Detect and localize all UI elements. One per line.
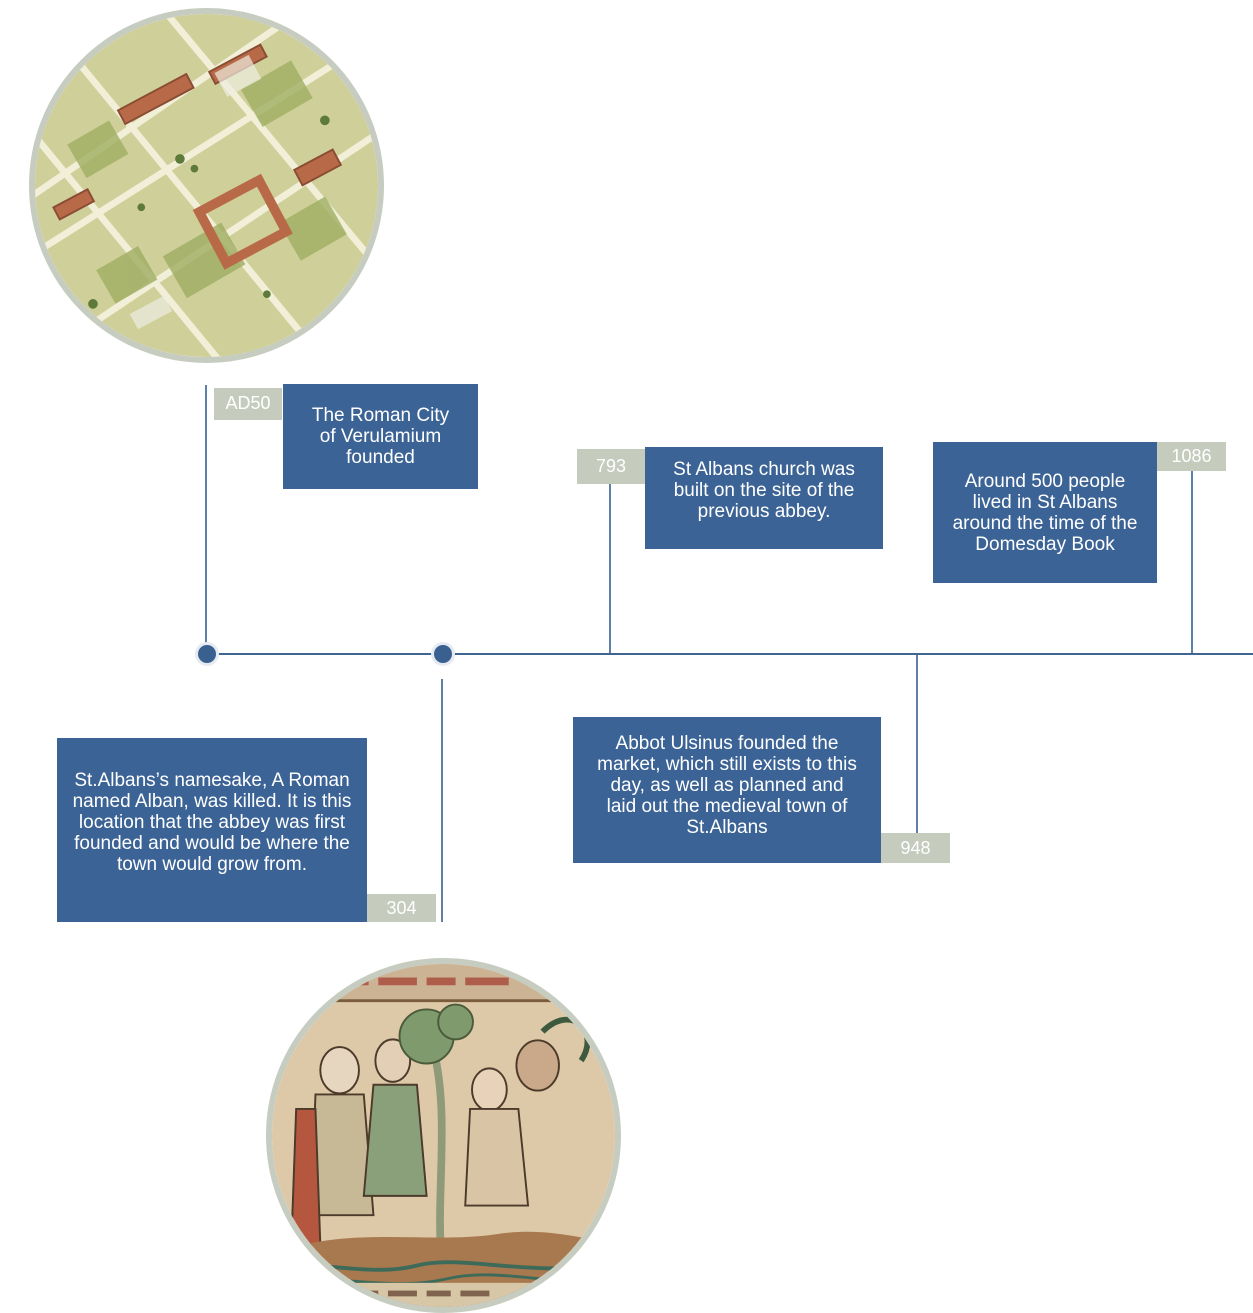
event-text-304: St.Albans’s namesake, A Roman named Alba… (72, 770, 352, 875)
connector-304 (441, 679, 443, 922)
event-text-948: Abbot Ulsinus founded the market, which … (597, 733, 857, 838)
event-box-793: St Albans church was built on the site o… (645, 447, 883, 549)
year-tag-793: 793 (577, 449, 645, 484)
event-text-1086: Around 500 people lived in St Albans aro… (952, 470, 1138, 555)
year-tag-ad50: AD50 (214, 388, 282, 420)
year-tag-948: 948 (881, 833, 950, 863)
roman-city-illustration (29, 8, 384, 363)
timeline-node-304 (431, 642, 455, 666)
connector-ad50 (205, 385, 207, 653)
timeline-node-ad50 (195, 642, 219, 666)
connector-948 (916, 655, 918, 833)
connector-793 (609, 484, 611, 653)
year-tag-304: 304 (367, 894, 436, 922)
event-box-1086: Around 500 people lived in St Albans aro… (933, 442, 1157, 583)
event-box-ad50: The Roman City of Verulamium founded (283, 384, 478, 489)
year-tag-1086: 1086 (1157, 442, 1226, 471)
event-text-ad50: The Roman City of Verulamium founded (311, 405, 450, 468)
manuscript-picture (272, 964, 615, 1307)
roman-city-picture (35, 14, 378, 357)
event-box-304: St.Albans’s namesake, A Roman named Alba… (57, 738, 367, 922)
timeline-axis (206, 653, 1253, 655)
medieval-manuscript-illustration (266, 958, 621, 1313)
connector-1086 (1191, 471, 1193, 653)
event-text-793: St Albans church was built on the site o… (673, 459, 855, 522)
event-box-948: Abbot Ulsinus founded the market, which … (573, 717, 881, 863)
